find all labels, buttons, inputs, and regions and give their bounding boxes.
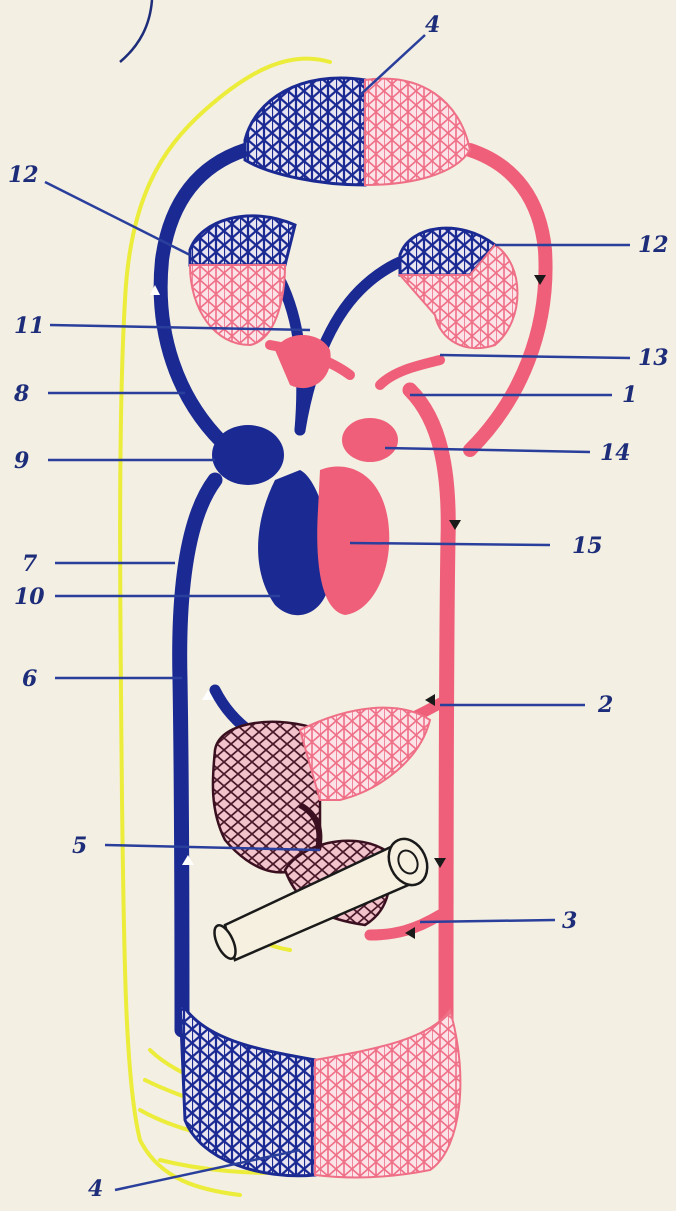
heart: [212, 335, 398, 615]
left-ventricle: [317, 467, 389, 615]
label-1: 1: [622, 382, 637, 408]
label-3: 3: [562, 908, 577, 934]
label-2: 2: [597, 692, 613, 718]
label-11: 11: [14, 313, 45, 339]
label-4-bottom: 4: [88, 1176, 103, 1202]
right-atrium: [212, 425, 284, 485]
label-9: 9: [14, 448, 29, 474]
label-5: 5: [72, 833, 87, 859]
leader-line: [385, 448, 590, 452]
label-15: 15: [572, 533, 603, 559]
pulmonary-trunk: [275, 335, 331, 388]
label-14: 14: [600, 440, 631, 466]
label-7: 7: [22, 551, 38, 577]
label-12-left: 12: [8, 162, 39, 188]
leader-line: [440, 355, 630, 358]
label-8: 8: [13, 381, 29, 407]
label-13: 13: [638, 345, 669, 371]
body-capillary-bed: [180, 1000, 460, 1177]
label-12-right: 12: [638, 232, 669, 258]
label-10: 10: [14, 584, 45, 610]
left-atrium: [342, 418, 398, 462]
label-4-top: 4: [425, 12, 440, 38]
head-capillary-bed: [245, 78, 470, 185]
left-lung-capillaries: [190, 216, 295, 345]
ink-mark: [120, 0, 152, 62]
label-6: 6: [22, 666, 37, 692]
